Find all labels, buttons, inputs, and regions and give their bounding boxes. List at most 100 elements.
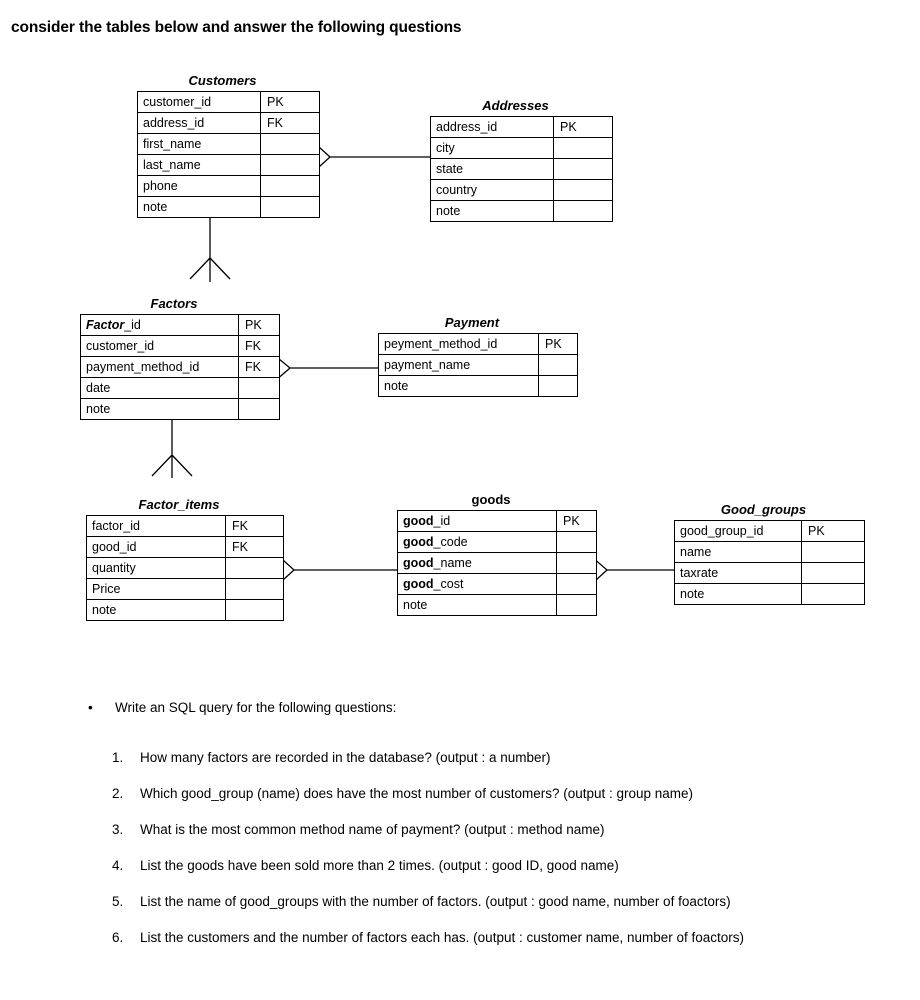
- table-row: state: [430, 158, 613, 180]
- question-lead-in: • Write an SQL query for the following q…: [0, 700, 920, 720]
- attribute-name-emphasis: good: [403, 534, 434, 549]
- entity-factor-items: Factor_items factor_id FK good_id FK qua…: [86, 497, 284, 621]
- attribute-key: [553, 137, 613, 159]
- attribute-name-emphasis: good: [403, 576, 434, 591]
- table-row: name: [674, 541, 865, 563]
- attribute-name-emphasis: good: [403, 555, 434, 570]
- attribute-name: city: [430, 137, 554, 159]
- table-row: Factor_id PK: [80, 314, 280, 336]
- relationship-customers-factors: [189, 218, 231, 282]
- entity-factors: Factors Factor_id PK customer_id FK paym…: [80, 296, 280, 420]
- attribute-key: [556, 594, 597, 616]
- attribute-key: [538, 375, 578, 397]
- attribute-key: [260, 133, 320, 155]
- table-row: good_code: [397, 531, 597, 553]
- relationship-customers-addresses: [307, 136, 430, 178]
- attribute-key: [801, 583, 865, 605]
- attribute-name: customer_id: [80, 335, 239, 357]
- page-title: consider the tables below and answer the…: [11, 19, 462, 36]
- attribute-name: good_group_id: [674, 520, 802, 542]
- entity-customers: Customers customer_id PK address_id FK f…: [137, 73, 320, 218]
- table-row: country: [430, 179, 613, 201]
- question-item-1: 1. How many factors are recorded in the …: [0, 750, 920, 770]
- attribute-name-emphasis: good: [403, 513, 434, 528]
- attribute-name: note: [378, 375, 539, 397]
- table-row: first_name: [137, 133, 320, 155]
- relationship-goods-goodgroups: [584, 550, 674, 591]
- attribute-key: PK: [260, 91, 320, 113]
- entity-title-factor-items: Factor_items: [138, 497, 220, 512]
- attribute-name-emphasis: Factor: [86, 317, 125, 332]
- question-text: Which good_group (name) does have the mo…: [140, 786, 694, 801]
- attribute-key: [801, 562, 865, 584]
- attribute-key: [260, 154, 320, 176]
- attribute-name-rest: _id: [433, 513, 451, 528]
- table-row: Price: [86, 578, 284, 600]
- attribute-key: [556, 552, 597, 574]
- attribute-name: note: [674, 583, 802, 605]
- table-row: good_cost: [397, 573, 597, 595]
- entity-title-good-groups: Good_groups: [720, 502, 807, 517]
- entity-title-factors: Factors: [150, 296, 198, 311]
- entity-table-payment: peyment_method_id PK payment_name note: [378, 333, 578, 397]
- attribute-key: [556, 573, 597, 595]
- attribute-name: good_name: [397, 552, 557, 574]
- table-row: note: [80, 398, 280, 420]
- attribute-name: note: [137, 196, 261, 218]
- attribute-name-rest: _cost: [433, 576, 464, 591]
- table-row: factor_id FK: [86, 515, 284, 537]
- table-row: note: [430, 200, 613, 222]
- table-row: payment_method_id FK: [80, 356, 280, 378]
- questions-section: • Write an SQL query for the following q…: [0, 700, 920, 950]
- question-number: 2.: [112, 786, 124, 801]
- question-item-6: 6. List the customers and the number of …: [0, 930, 920, 950]
- attribute-key: [225, 578, 284, 600]
- entity-table-factor-items: factor_id FK good_id FK quantity Price n…: [86, 515, 284, 621]
- attribute-key: FK: [238, 335, 280, 357]
- question-text: How many factors are recorded in the dat…: [140, 750, 551, 765]
- table-row: city: [430, 137, 613, 159]
- entity-table-good-groups: good_group_id PK name taxrate note: [674, 520, 865, 605]
- table-row: good_group_id PK: [674, 520, 865, 542]
- question-text: List the name of good_groups with the nu…: [140, 894, 731, 909]
- attribute-name: good_cost: [397, 573, 557, 595]
- entity-title-customers: Customers: [188, 73, 257, 88]
- question-lead-in-text: Write an SQL query for the following que…: [115, 700, 397, 715]
- table-row: note: [397, 594, 597, 616]
- attribute-name: factor_id: [86, 515, 226, 537]
- entity-addresses: Addresses address_id PK city state count…: [430, 98, 613, 222]
- table-row: date: [80, 377, 280, 399]
- entity-goods: goods good_id PK good_code good_name goo…: [397, 492, 597, 616]
- attribute-name: customer_id: [137, 91, 261, 113]
- table-row: note: [378, 375, 578, 397]
- attribute-name-rest: _name: [433, 555, 472, 570]
- attribute-key: PK: [238, 314, 280, 336]
- attribute-name: last_name: [137, 154, 261, 176]
- bullet-icon: •: [88, 700, 93, 715]
- attribute-key: [538, 354, 578, 376]
- attribute-key: [553, 158, 613, 180]
- attribute-key: FK: [238, 356, 280, 378]
- attribute-name: first_name: [137, 133, 261, 155]
- attribute-name: country: [430, 179, 554, 201]
- question-text: What is the most common method name of p…: [140, 822, 605, 837]
- entity-table-addresses: address_id PK city state country note: [430, 116, 613, 222]
- entity-good-groups: Good_groups good_group_id PK name taxrat…: [674, 502, 865, 605]
- attribute-name: address_id: [430, 116, 554, 138]
- attribute-name: note: [86, 599, 226, 621]
- question-number: 5.: [112, 894, 124, 909]
- attribute-key: [553, 200, 613, 222]
- table-row: payment_name: [378, 354, 578, 376]
- entity-title-goods: goods: [471, 492, 511, 507]
- table-row: last_name: [137, 154, 320, 176]
- attribute-key: [260, 175, 320, 197]
- question-number: 6.: [112, 930, 124, 945]
- question-number: 4.: [112, 858, 124, 873]
- attribute-key: PK: [801, 520, 865, 542]
- attribute-key: [556, 531, 597, 553]
- attribute-key: PK: [556, 510, 597, 532]
- table-row: phone: [137, 175, 320, 197]
- attribute-name: note: [397, 594, 557, 616]
- entity-table-goods: good_id PK good_code good_name good_cost…: [397, 510, 597, 616]
- attribute-name: payment_name: [378, 354, 539, 376]
